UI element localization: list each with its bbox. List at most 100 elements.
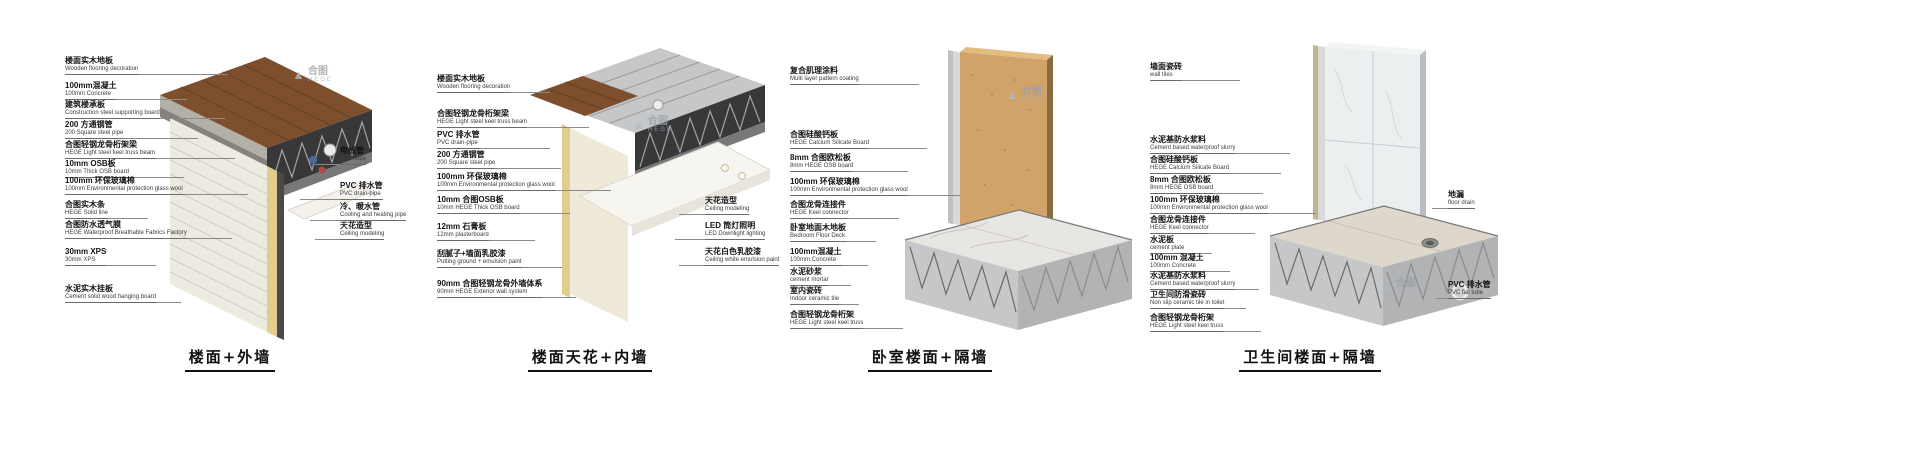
panel-title: 卫生间楼面+隔墙 [1239,346,1381,372]
watermark-zh: 合图 [1021,86,1042,97]
label-zh: 100mm 混凝土 [1150,253,1204,262]
label-en: wall tiles [1150,71,1173,78]
label-zh: 合图实木条 [65,200,105,209]
label-en: 100mm Environmental protection glass woo… [65,185,183,192]
label-zh: 30mm XPS [65,247,107,256]
label-zh: 刮腻子+墙面乳胶漆 [437,249,506,258]
pipes-and-ceiling [286,143,374,220]
label-zh: 冷、暖水管 [340,202,380,211]
label-zh: 8mm 合图欧松板 [1150,175,1211,184]
label-zh: PVC 排水管 [1448,280,1491,289]
label-en: Wooden flooring decoration [65,65,139,72]
label-en: HEGE Light steel keel truss [790,319,864,326]
label-en: Multi layer pattern coating [790,75,859,82]
watermark-zh: 合图 [647,116,668,127]
label-zh: 100mm 环保玻璃棉 [1150,195,1220,204]
label-zh: 12mm 石膏板 [437,222,487,231]
partition-wall [948,47,1053,233]
label-en: 90mm HEGE Exterior wall system [437,288,528,295]
label-en: Construction steel supporting board [65,109,160,116]
label-zh: 200 方通钢管 [437,150,485,159]
watermark-en: HEGE [647,127,673,133]
label-en: 100mm Environmental protection glass woo… [790,186,908,193]
label-en: Cement based waterproof slurry [1150,144,1236,151]
label-en: PVC drain-pipe [437,139,478,146]
label-en: 100mm Concrete [1150,262,1197,269]
label-en: deck tube [340,155,367,162]
label-zh: 水泥实木挂板 [65,284,113,293]
mountain-logo-icon: ▲ [632,117,645,133]
label-en: Cement based waterproof slurry [1150,280,1236,287]
label-en: 100mm Concrete [790,256,837,263]
label-en: Bedroom Floor Deck [790,232,846,239]
floor-platform [1269,205,1499,326]
label-en: LED Downlight lighting [705,230,766,237]
label-zh: 100mm 环保玻璃棉 [65,176,135,185]
led-downlight [738,172,746,180]
watermark-en: HEGE [307,77,333,83]
label-zh: 建筑楼承板 [65,100,105,109]
label-zh: PVC 排水管 [340,181,383,190]
label-zh: 卫生间防滑瓷砖 [1150,290,1206,299]
label-zh: 200 方通钢管 [65,120,113,129]
label-en: Wooden flooring decoration [437,83,511,90]
floor-platform [904,209,1133,330]
label-en: Ceiling white emulsion paint [705,256,780,263]
label-zh: 90mm 合图轻钢龙骨外墙体系 [437,279,543,288]
label-zh: 100mm混凝土 [65,81,117,90]
label-zh: 复合肌理涂料 [790,66,838,75]
label-zh: 天花造型 [340,221,372,230]
label-zh: 合图防水透气膜 [65,220,121,229]
label-en: HEGE Light steel keel truss [1150,322,1224,329]
label-zh: 天花造型 [705,196,737,205]
interior-wall [562,124,628,322]
label-zh: 10mm 合图OSB板 [437,195,504,204]
floor-exterior-wall-illustration [160,57,374,340]
label-en: cement plate [1150,244,1185,251]
label-zh: LED 筒灯照明 [705,221,756,230]
label-en: HEGE Keel connector [1150,224,1209,231]
label-en: 100mm Environmental protection glass woo… [1150,204,1268,211]
mountain-logo-icon: ▲ [292,67,305,83]
label-en: 100mm Concrete [65,90,112,97]
label-en: cement mortar [790,276,829,283]
label-en: Indoor ceramic tile [790,295,840,302]
pvc-pipe [652,99,664,111]
label-en: PVC drain-pipe [340,190,381,197]
label-zh: 天花白色乳胶漆 [705,247,761,256]
label-zh: 水泥基防水浆料 [1150,271,1206,280]
label-en: 200 Square steel pipe [65,129,124,136]
label-zh: 水泥基防水浆料 [1150,135,1206,144]
label-zh: 合图龙骨连接件 [1150,215,1206,224]
label-en: Ceiling modeling [340,230,385,237]
